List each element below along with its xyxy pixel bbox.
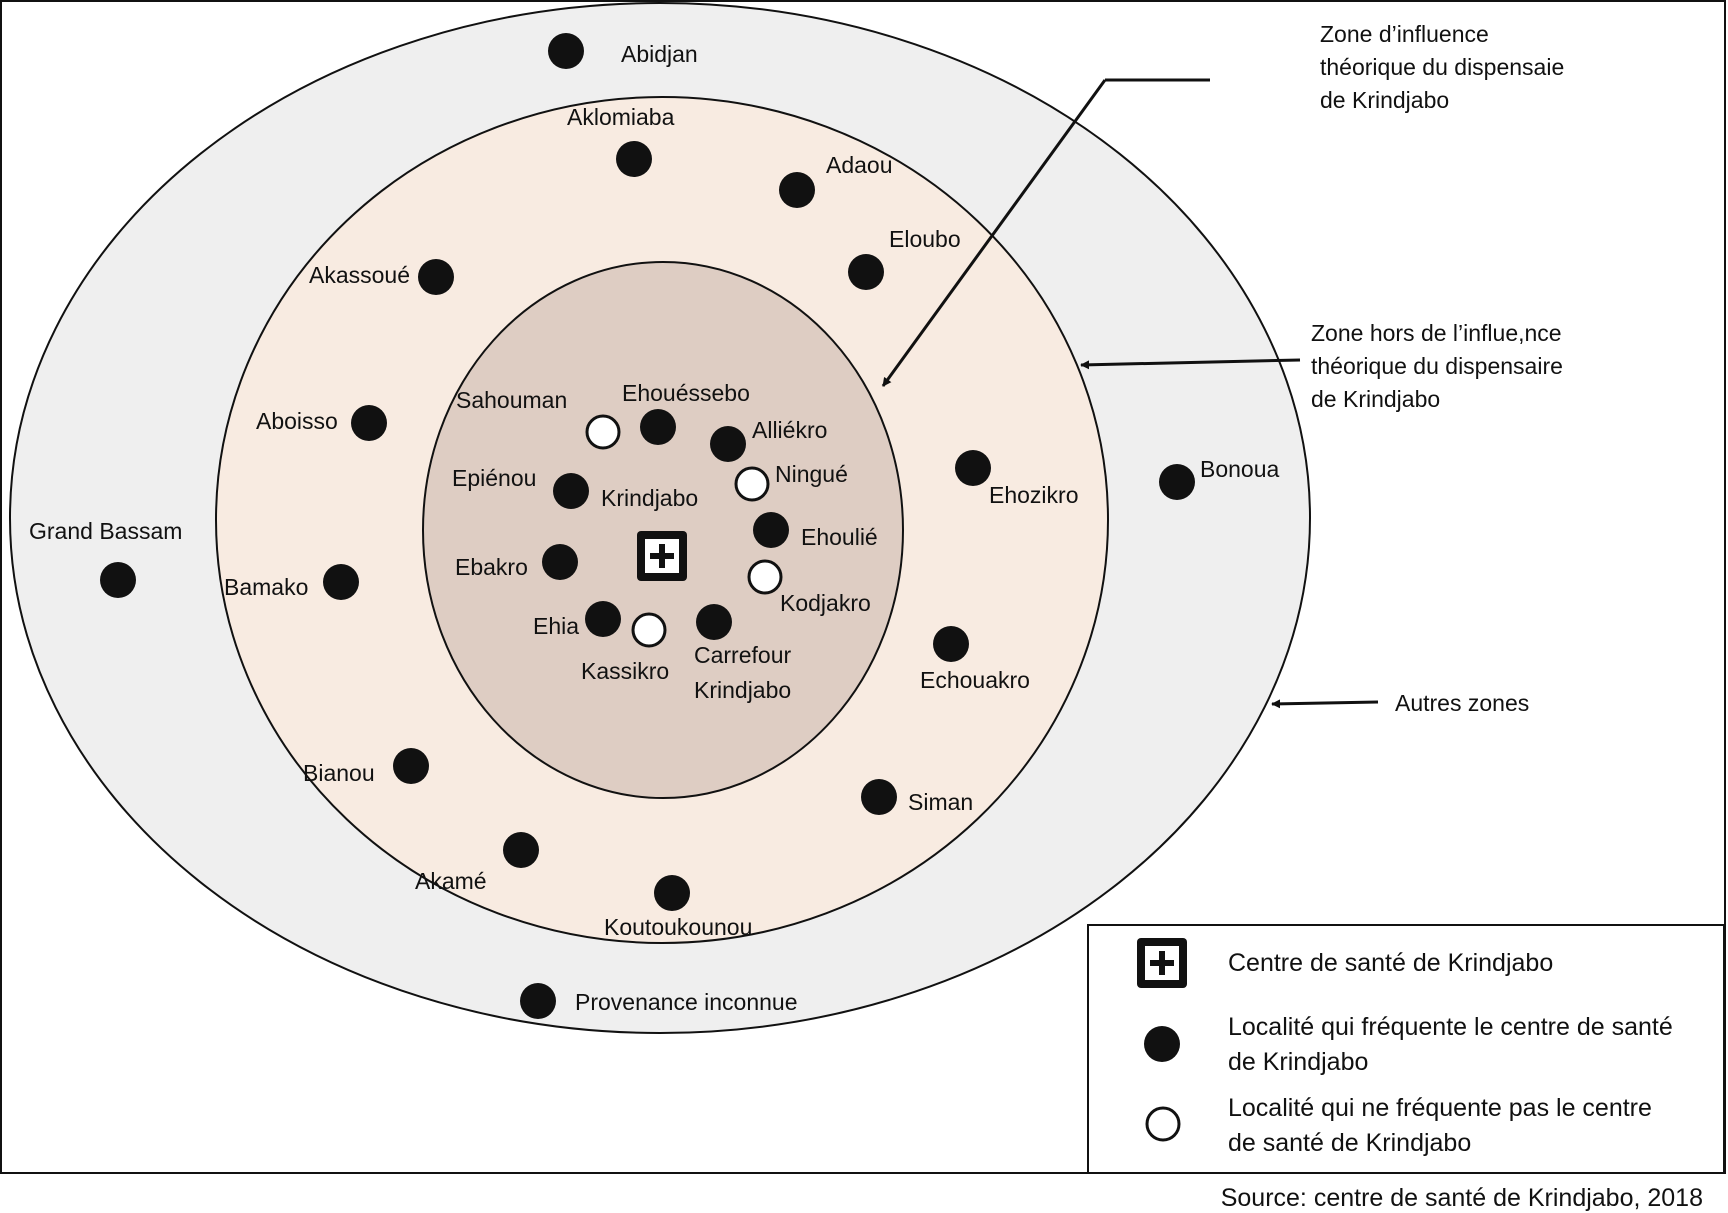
inner-zone-label: Zone d’influence théorique du dispensaie… bbox=[1320, 21, 1571, 113]
label-grand-bassam: Grand Bassam bbox=[29, 518, 182, 544]
label-ehozikro: Ehozikro bbox=[989, 482, 1078, 508]
dot-bonoua bbox=[1159, 464, 1195, 500]
ring-sahouman bbox=[585, 414, 621, 450]
legend-filled-dot-icon bbox=[1144, 1026, 1180, 1062]
label-carrefour-krindjabo: Carrefour Krindjabo bbox=[694, 642, 798, 703]
label-aklomiaba: Aklomiaba bbox=[567, 104, 675, 130]
legend-center-label: Centre de santé de Krindjabo bbox=[1228, 949, 1553, 977]
dot-bamako bbox=[323, 564, 359, 600]
legend-hollow-dot-icon bbox=[1145, 1106, 1181, 1142]
label-ningue: Ningué bbox=[775, 461, 848, 487]
outer-zone-label: Autres zones bbox=[1395, 690, 1529, 716]
label-ehouessebo: Ehouéssebo bbox=[622, 380, 750, 406]
locality-markers bbox=[100, 33, 1195, 1019]
middle-zone-pointer bbox=[1080, 358, 1301, 370]
dot-carrefour bbox=[696, 604, 732, 640]
label-aboisso: Aboisso bbox=[256, 408, 338, 434]
dot-bianou bbox=[393, 748, 429, 784]
label-akassoue: Akassoué bbox=[309, 262, 410, 288]
label-koutoukounou: Koutoukounou bbox=[604, 914, 752, 940]
label-abidjan: Abidjan bbox=[621, 41, 698, 67]
dot-aklomiaba bbox=[616, 141, 652, 177]
ring-ningue bbox=[734, 466, 770, 502]
dot-ehoulie bbox=[753, 512, 789, 548]
label-bamako: Bamako bbox=[224, 574, 308, 600]
dot-provenance bbox=[520, 983, 556, 1019]
dot-alliekro bbox=[710, 426, 746, 462]
dot-epienou bbox=[553, 473, 589, 509]
label-siman: Siman bbox=[908, 789, 973, 815]
ring-kodjakro bbox=[747, 559, 783, 595]
inner-zone-ellipse bbox=[422, 261, 904, 799]
label-kassikro: Kassikro bbox=[581, 658, 669, 684]
label-ehoulie: Ehoulié bbox=[801, 524, 878, 550]
dot-echouakro bbox=[933, 626, 969, 662]
dot-eloubo bbox=[848, 254, 884, 290]
dot-aboisso bbox=[351, 405, 387, 441]
dot-koutoukounou bbox=[654, 875, 690, 911]
middle-zone-label: Zone hors de l’influe,nce théorique du d… bbox=[1311, 320, 1569, 412]
label-ehia: Ehia bbox=[533, 613, 579, 639]
legend-not-visits-label: Localité qui ne fréquente pas le centre … bbox=[1228, 1094, 1659, 1157]
dot-akassoue bbox=[418, 259, 454, 295]
dot-siman bbox=[861, 779, 897, 815]
source-note: Source: centre de santé de Krindjabo, 20… bbox=[1221, 1184, 1703, 1212]
dot-akame bbox=[503, 832, 539, 868]
legend-health-center-icon bbox=[1137, 938, 1187, 988]
label-epienou: Epiénou bbox=[452, 465, 536, 491]
ring-kassikro bbox=[631, 612, 667, 648]
legend: Centre de santé de Krindjabo Localité qu… bbox=[1087, 924, 1725, 1174]
label-echouakro: Echouakro bbox=[920, 667, 1030, 693]
inner-zone-pointer bbox=[881, 78, 1210, 387]
locality-labels: Abidjan Aklomiaba Adaou Eloubo Akassoué … bbox=[29, 41, 1280, 1015]
label-sahouman: Sahouman bbox=[456, 387, 567, 413]
label-bianou: Bianou bbox=[303, 760, 375, 786]
label-bonoua: Bonoua bbox=[1200, 456, 1280, 482]
legend-visits-label: Localité qui fréquente le centre de sant… bbox=[1228, 1013, 1680, 1076]
dot-ehozikro bbox=[955, 450, 991, 486]
outer-zone-pointer bbox=[1271, 699, 1379, 709]
label-provenance: Provenance inconnue bbox=[575, 989, 798, 1015]
label-adaou: Adaou bbox=[826, 152, 893, 178]
health-center-icon bbox=[637, 531, 687, 581]
label-akame: Akamé bbox=[415, 868, 487, 894]
label-ebakro: Ebakro bbox=[455, 554, 528, 580]
dot-abidjan bbox=[548, 33, 584, 69]
dot-ebakro bbox=[542, 544, 578, 580]
dot-ehia bbox=[585, 601, 621, 637]
label-alliekro: Alliékro bbox=[752, 417, 827, 443]
dot-grand-bassam bbox=[100, 562, 136, 598]
dot-adaou bbox=[779, 172, 815, 208]
dot-ehouessebo bbox=[640, 409, 676, 445]
label-krindjabo: Krindjabo bbox=[601, 485, 698, 511]
label-kodjakro: Kodjakro bbox=[780, 590, 871, 616]
label-eloubo: Eloubo bbox=[889, 226, 961, 252]
legend-box bbox=[1087, 924, 1725, 1174]
